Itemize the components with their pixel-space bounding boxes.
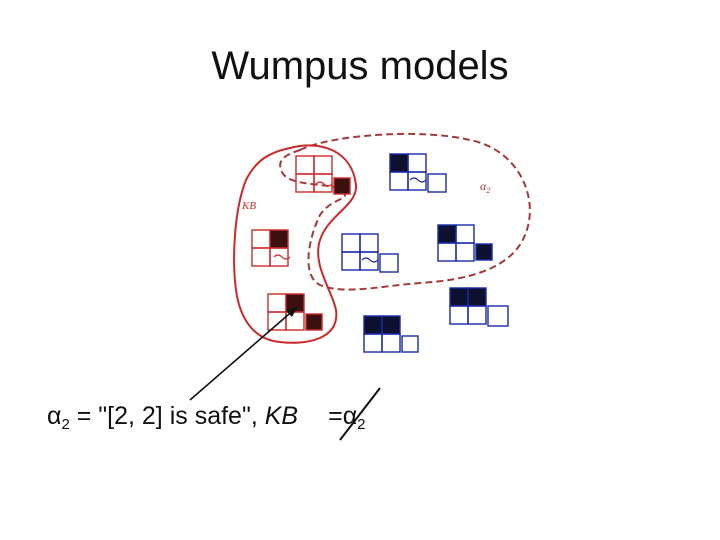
model-kb-3 <box>267 293 323 331</box>
formula-alpha-sub: 2 <box>61 416 70 433</box>
model-outside-3 <box>363 315 419 353</box>
formula-entails: = <box>328 402 343 430</box>
entailment-strike <box>339 387 381 441</box>
model-kb-1 <box>295 155 351 195</box>
formula-text: = "[2, 2] is safe", <box>69 402 265 430</box>
alpha2-region <box>279 132 531 291</box>
formula-alpha: α <box>47 402 62 430</box>
formula-alpha2-sub: 2 <box>357 416 366 433</box>
formula-alpha2: α <box>342 402 358 430</box>
model-alpha-2 <box>437 224 493 262</box>
model-kb-2 <box>251 229 291 267</box>
model-outside-1 <box>341 233 399 273</box>
pointer-arrowhead <box>286 306 298 317</box>
formula: α2 = "[2, 2] is safe", KB=α2 <box>47 402 365 433</box>
model-alpha-1 <box>389 153 447 193</box>
alpha2-region-label: α2 <box>480 179 490 195</box>
formula-kb: KB <box>264 402 299 430</box>
kb-region-label: KB <box>241 200 256 212</box>
slide-title: Wumpus models <box>211 44 509 88</box>
pointer-arrow <box>189 307 297 401</box>
model-outside-2 <box>449 287 509 327</box>
kb-region <box>233 144 358 344</box>
